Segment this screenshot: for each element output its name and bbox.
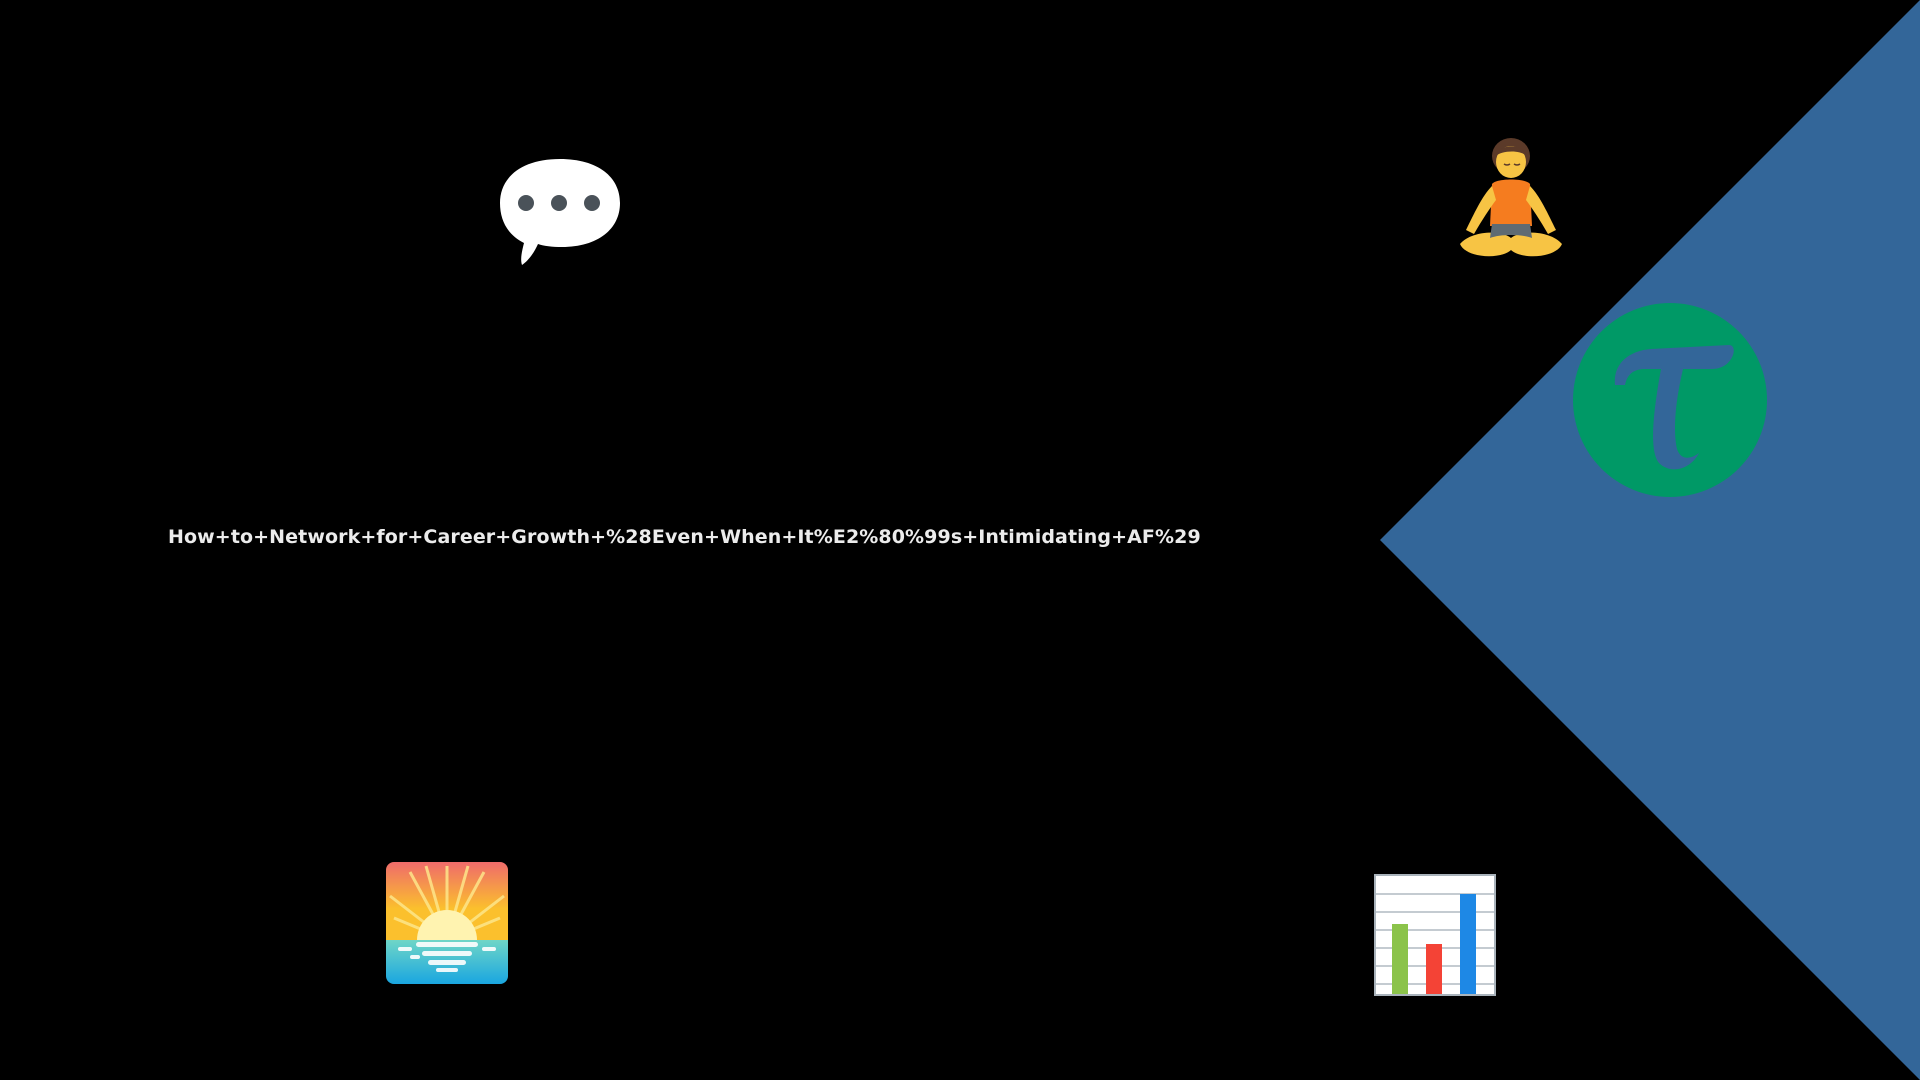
sunrise-icon xyxy=(386,862,508,984)
tau-logo-icon xyxy=(1573,303,1767,497)
meditating-person-icon xyxy=(1460,138,1562,257)
speech-bubble-icon xyxy=(500,159,620,265)
page-title: How+to+Network+for+Career+Growth+%28Even… xyxy=(168,526,1201,548)
bar-chart-icon xyxy=(1374,874,1496,996)
